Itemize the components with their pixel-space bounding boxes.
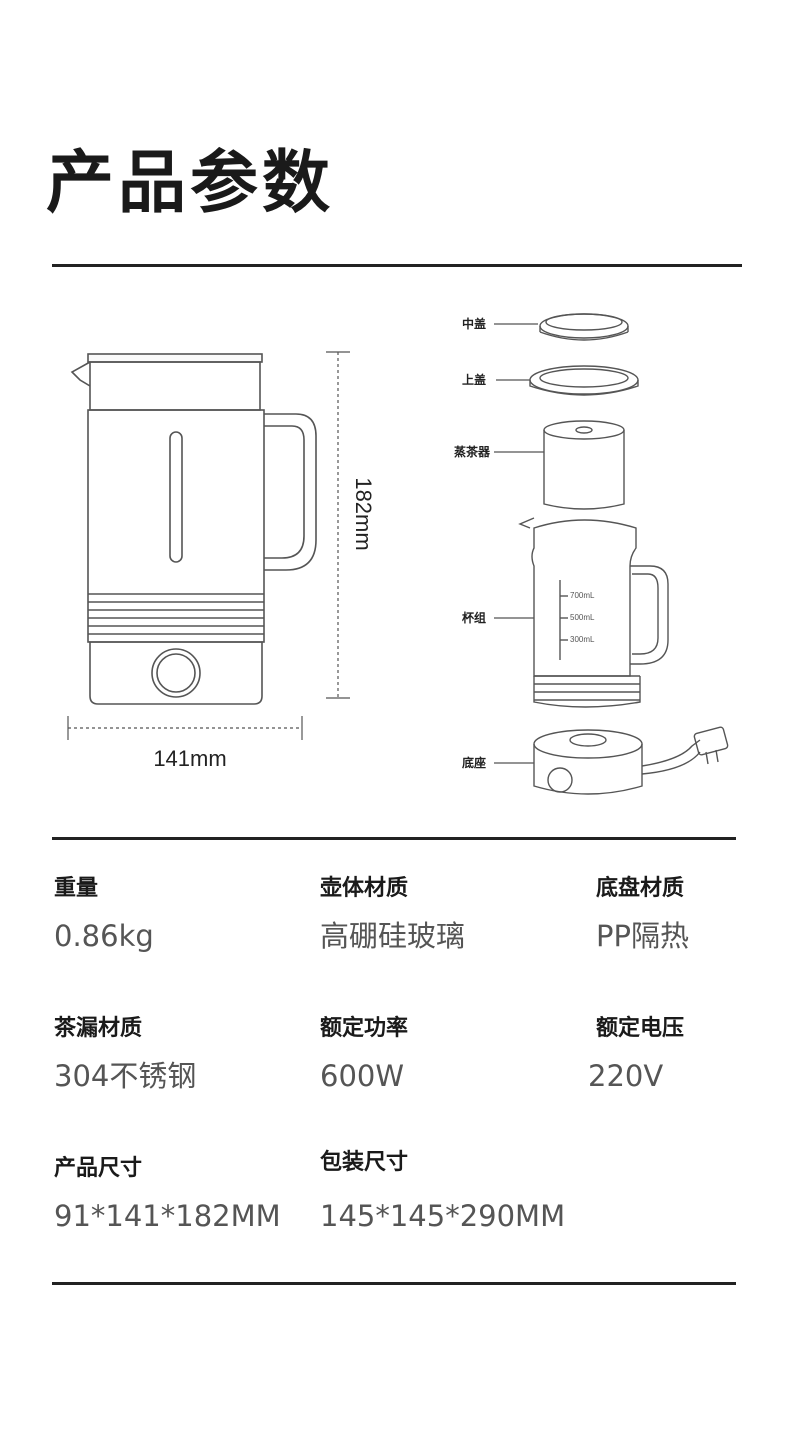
spec-label: 重量 [54,876,99,901]
spec-label: 额定电压 [596,1016,685,1041]
water-window [169,431,183,563]
spec-value: 304不锈钢 [54,1059,197,1093]
scale-mark-300: 300mL [570,635,595,644]
spec-base-material: 底盘材质 PP隔热 [596,878,689,951]
upper-lid [529,365,639,395]
height-dimension-label: 182mm [351,477,376,550]
spec-rated-voltage: 额定电压 220V [588,1016,685,1091]
kettle-spout [70,361,91,387]
spec-label: 壶体材质 [320,876,409,901]
product-diagram: 141mm 182mm [67,313,729,795]
power-cord [641,739,701,767]
kettle-body [87,409,265,643]
spec-label: 产品尺寸 [54,1156,143,1181]
label-cup-assembly: 杯组 [462,610,486,625]
spec-strainer-material: 茶漏材质 304不锈钢 [54,1018,196,1091]
label-upper-lid: 上盖 [462,372,486,387]
diagram-divider [52,837,736,840]
label-tea-steamer: 蒸茶器 [454,444,491,459]
spec-weight: 重量 0.86kg [54,878,154,951]
scale-mark-500: 500mL [570,613,595,622]
spec-label: 包装尺寸 [320,1150,409,1175]
kettle-lid [87,353,263,363]
page-title: 产品参数 [46,144,335,223]
control-knob-icon [151,648,201,698]
bottom-divider [52,1282,736,1285]
spec-rated-power: 额定功率 600W [320,1018,408,1091]
base-knob-icon [547,767,573,793]
width-dimension-label: 141mm [153,746,226,771]
label-middle-lid: 中盖 [462,316,486,331]
plug-icon [693,726,729,756]
spec-package-size: 包装尺寸 145*145*290MM [320,1152,565,1231]
spec-value: 220V [588,1059,664,1093]
scale-mark-700: 700mL [570,591,595,600]
kettle-handle [264,413,317,571]
spec-label: 额定功率 [320,1016,409,1041]
spec-label: 底盘材质 [596,876,685,901]
spec-value: 高硼硅玻璃 [320,919,466,953]
spec-label: 茶漏材质 [54,1016,143,1041]
spec-value: PP隔热 [596,919,689,953]
spec-value: 600W [320,1059,405,1093]
tea-steamer [543,420,625,440]
spec-product-size: 产品尺寸 91*141*182MM [54,1158,281,1231]
label-base: 底座 [462,755,486,770]
spec-value: 145*145*290MM [320,1199,566,1233]
spec-value: 0.86kg [54,919,154,953]
spec-body-material: 壶体材质 高硼硅玻璃 [320,878,465,951]
cup-assembly [531,519,637,677]
spec-value: 91*141*182MM [54,1199,281,1233]
kettle-base [89,641,263,705]
title-divider [52,264,742,267]
